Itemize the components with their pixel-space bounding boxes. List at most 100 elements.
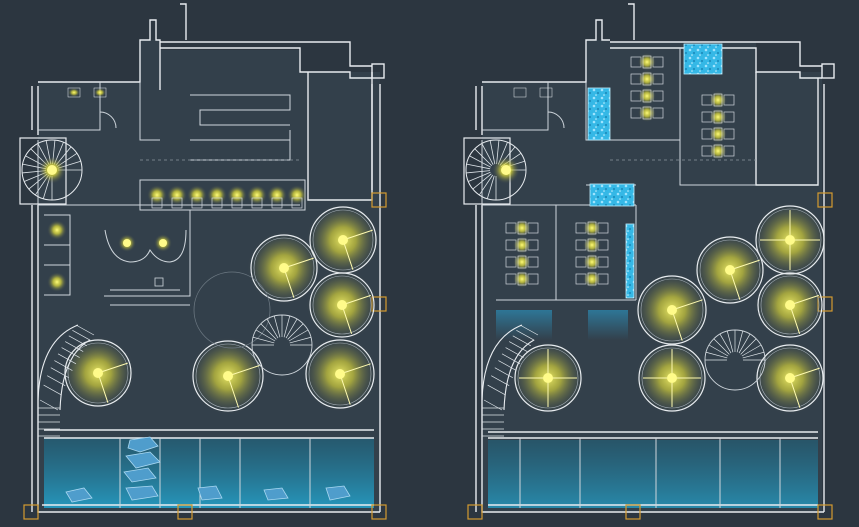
stair-tread — [54, 360, 73, 371]
stair-tread — [466, 163, 491, 170]
bar-stool — [211, 197, 223, 209]
stair-tread — [65, 341, 84, 352]
stair-tread — [252, 336, 275, 344]
bar-light — [167, 185, 187, 205]
pod-light — [667, 305, 677, 315]
bar-stool — [171, 197, 183, 209]
pod-divider — [789, 294, 819, 306]
pod-light — [337, 300, 347, 310]
pod-divider — [729, 259, 760, 271]
stair-tread — [260, 323, 277, 340]
table-light — [583, 236, 601, 254]
stair-tread — [273, 315, 281, 338]
upper-spiral-stair-center — [704, 329, 766, 391]
stair-tread — [741, 344, 762, 357]
stair-tread — [742, 351, 765, 359]
pod-light — [93, 368, 103, 378]
bar-stool — [271, 197, 283, 209]
stair-tread — [491, 375, 510, 386]
water-stepping-stones — [65, 436, 351, 503]
pod-divider — [671, 299, 703, 311]
stair-tread — [519, 324, 539, 336]
pod-divider — [339, 363, 371, 375]
stair-tread — [472, 173, 492, 190]
upper-spiral-stair — [463, 137, 527, 205]
table-light — [709, 108, 727, 126]
table — [713, 110, 723, 124]
pod-light — [338, 235, 348, 245]
upper-light-strip-right — [588, 310, 628, 340]
pod-inner — [699, 239, 761, 301]
table — [517, 238, 527, 252]
bar-light — [187, 185, 207, 205]
stair-tread — [61, 347, 80, 358]
ground-dining-pods — [61, 203, 380, 415]
ground-columns — [23, 192, 387, 520]
table-light — [638, 87, 656, 105]
stair-tread — [509, 341, 528, 352]
ground-entry-lights — [67, 87, 107, 98]
bar-counter — [139, 179, 307, 211]
pod-divider — [283, 257, 314, 269]
table — [587, 255, 597, 269]
pod-divider — [342, 229, 373, 241]
pod-wall — [305, 339, 375, 409]
upper-interior-walls — [481, 48, 781, 508]
stair-tread — [72, 330, 91, 341]
bar-light — [267, 185, 287, 205]
stair-tread — [283, 315, 291, 338]
table-light — [513, 236, 531, 254]
bar-stool — [291, 197, 303, 209]
stair-tread — [68, 335, 87, 347]
pod-light — [543, 373, 553, 383]
stair-tread — [708, 344, 729, 357]
pod-light — [667, 373, 677, 383]
stair-tread — [479, 174, 493, 196]
pod-wall — [250, 234, 318, 302]
stair-tread — [486, 175, 495, 199]
table — [517, 221, 527, 235]
stair-tread — [512, 335, 531, 347]
table-light — [638, 70, 656, 88]
bar-light — [147, 185, 167, 205]
pod-divider — [671, 309, 683, 341]
ground-spiral-stair — [19, 137, 83, 205]
pod-inner — [253, 237, 315, 299]
pod-inner — [312, 275, 372, 335]
pod-wall — [696, 236, 764, 304]
stair-tread — [50, 367, 69, 379]
stair-tread — [740, 338, 757, 355]
bar-stool — [151, 197, 163, 209]
central-island — [104, 229, 187, 287]
stair-tread — [719, 333, 732, 354]
bar-light — [247, 185, 267, 205]
pod-divider — [789, 377, 801, 408]
ground-floor-plan — [19, 3, 387, 520]
pod-divider — [339, 373, 351, 405]
pod-wall — [757, 272, 823, 338]
pod-divider — [97, 372, 109, 403]
upper-dining-pods — [511, 202, 828, 415]
table-light — [709, 125, 727, 143]
table — [642, 72, 652, 86]
table — [642, 106, 652, 120]
stair-tread — [481, 143, 494, 165]
pod-inner — [308, 342, 372, 406]
stair-tread — [75, 324, 95, 336]
table — [587, 272, 597, 286]
stair-tread — [705, 351, 728, 359]
stair-tread — [713, 338, 730, 355]
bar-light — [207, 185, 227, 205]
bar-stool — [251, 197, 263, 209]
table — [587, 238, 597, 252]
stair-tread — [469, 155, 491, 168]
pod-light — [335, 369, 345, 379]
table-light — [709, 91, 727, 109]
pod-wall — [192, 340, 264, 412]
pod-divider — [341, 294, 371, 306]
stair-tread — [736, 330, 744, 353]
stair-tread — [494, 367, 513, 379]
stair-tread — [466, 170, 491, 174]
pod-divider — [789, 304, 801, 334]
